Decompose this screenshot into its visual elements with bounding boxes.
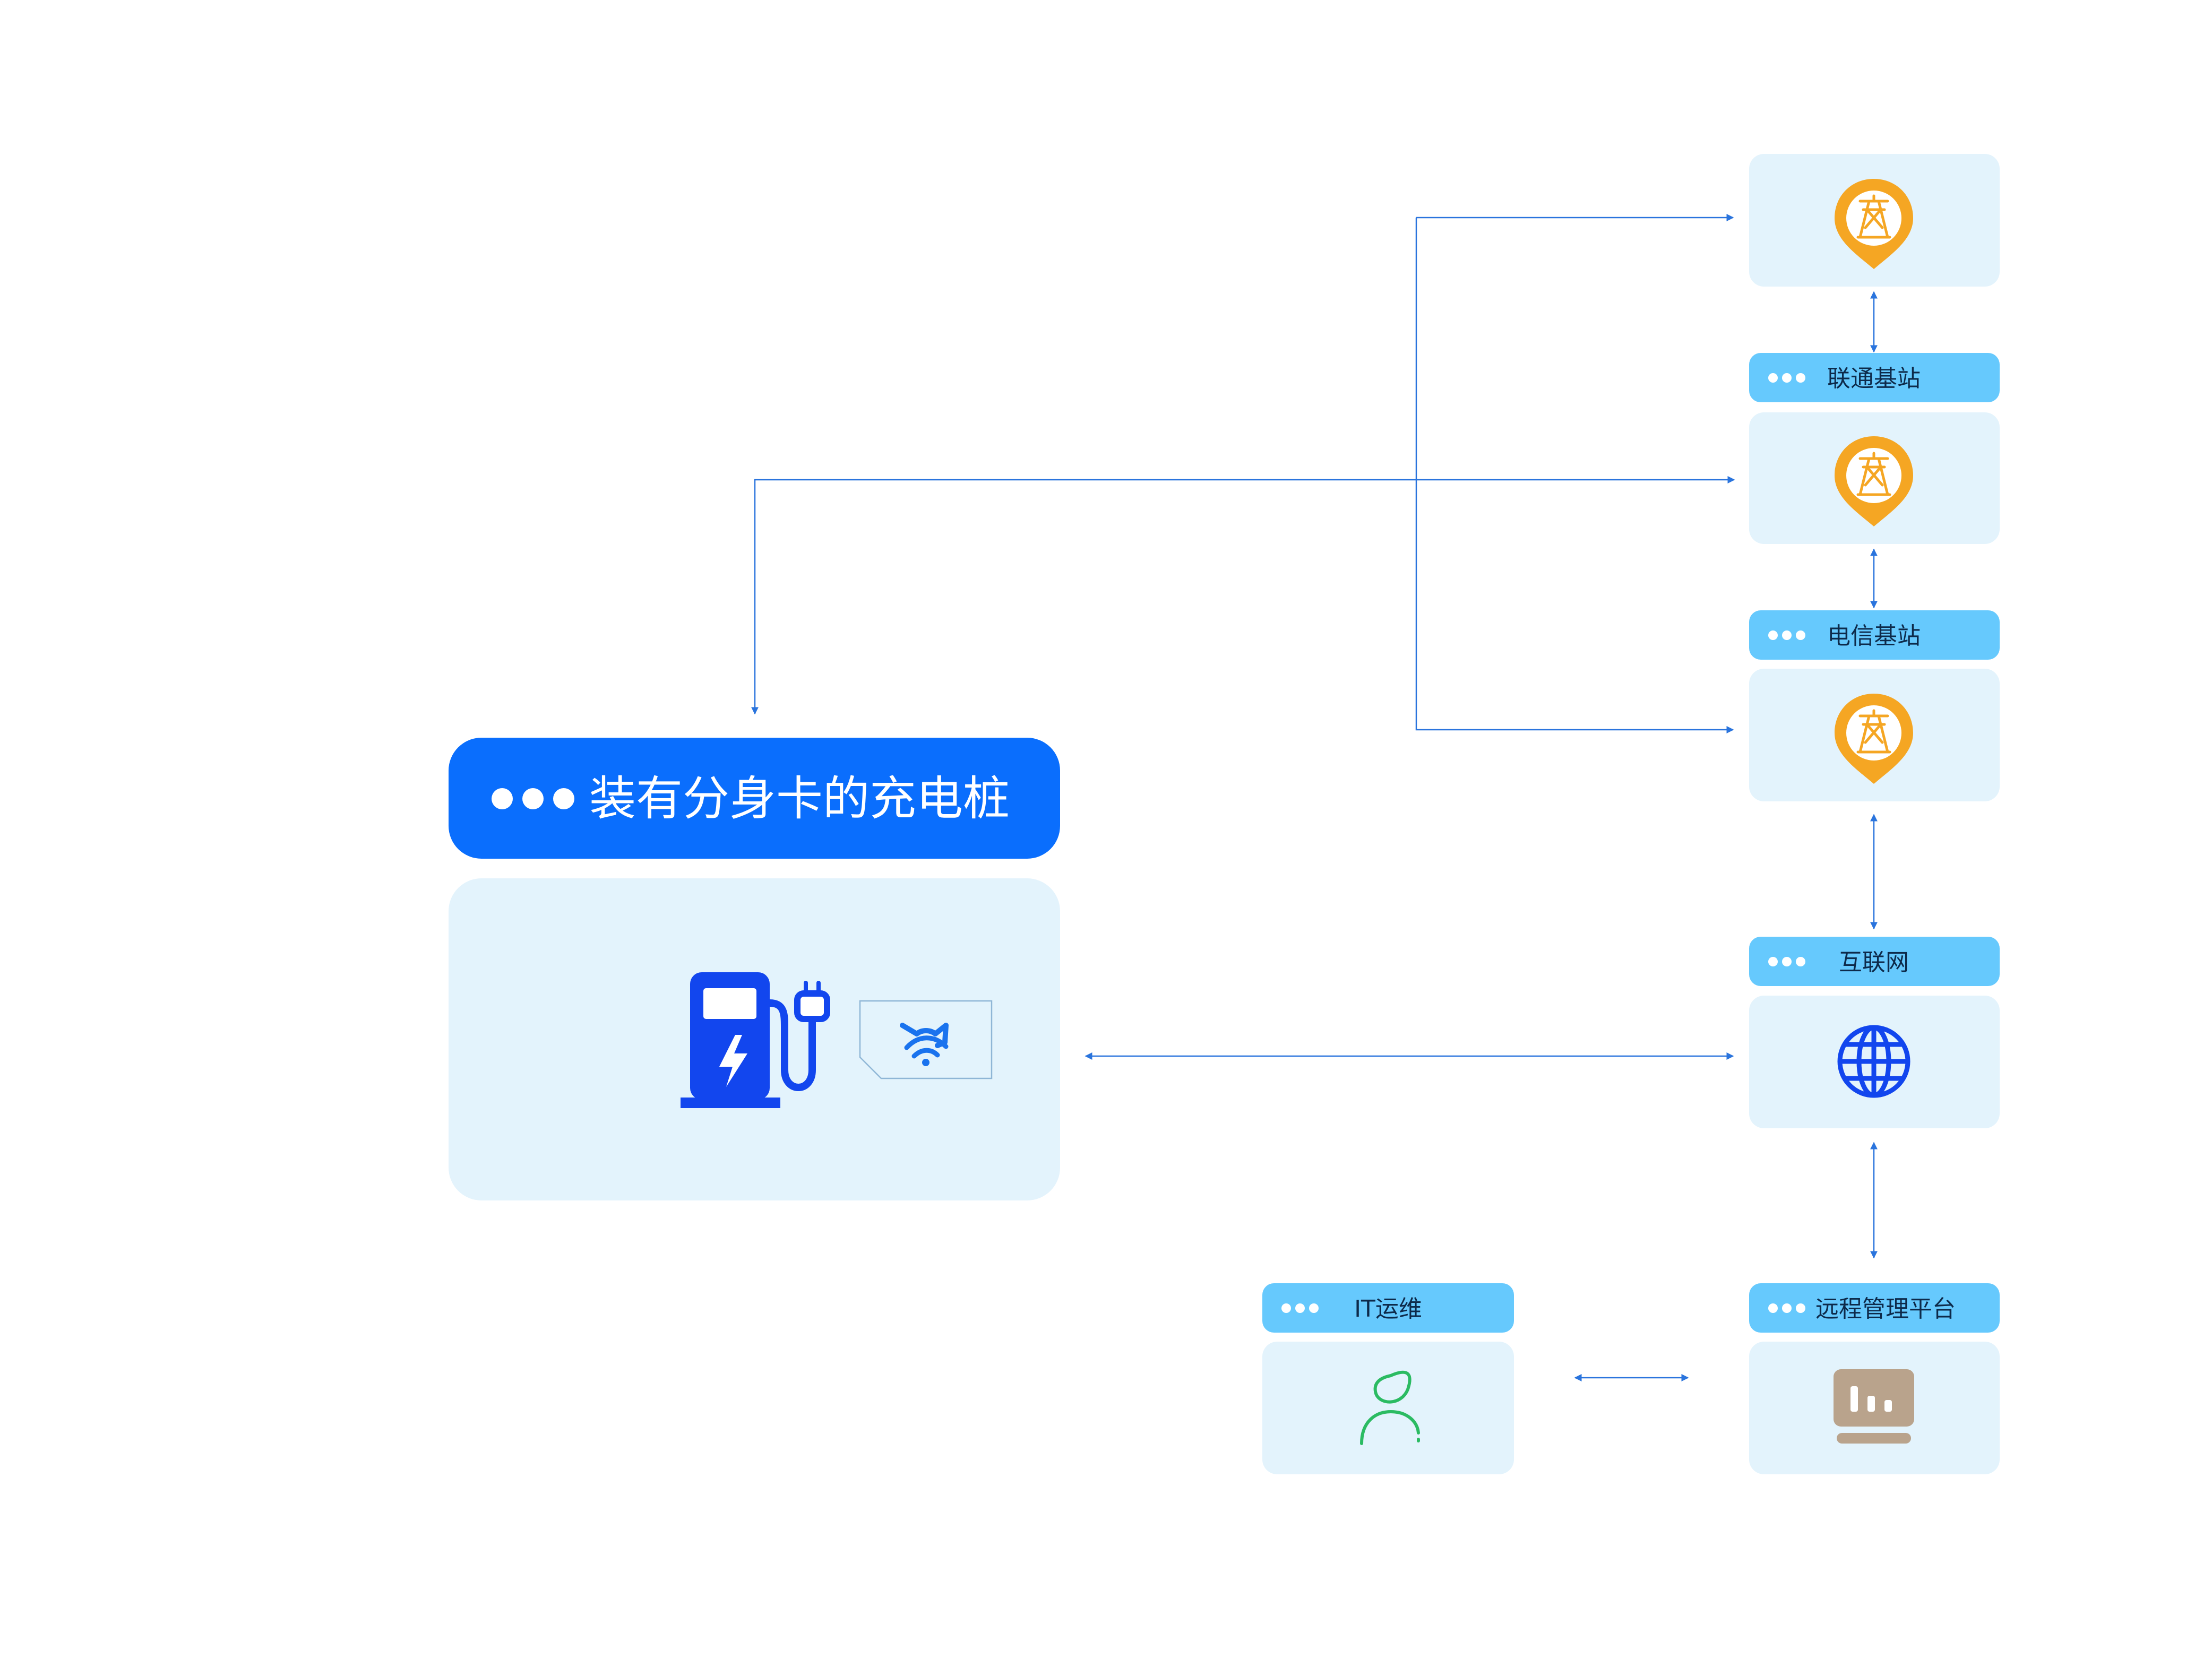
dots-icon <box>1768 957 1805 966</box>
person-leaf-icon <box>1360 1370 1420 1445</box>
internet-title: 互联网 <box>1839 949 1909 976</box>
itops-label-bar <box>1262 1283 1514 1333</box>
platform-node: 远程管理平台 <box>1749 1283 2000 1474</box>
unicom-node: 联通基站 <box>1749 353 2000 544</box>
internet-label-bar <box>1749 937 2000 986</box>
telecom-label-bar <box>1749 610 2000 660</box>
dots-icon <box>1768 373 1805 383</box>
connector-unicom-tower <box>1415 218 1734 733</box>
dots-icon <box>1281 1303 1319 1313</box>
dots-icon <box>1768 630 1805 640</box>
unicom-title: 联通基站 <box>1827 365 1921 392</box>
connectors <box>751 214 1878 1381</box>
internet-node: 互联网 <box>1749 937 2000 1128</box>
tower-node-top <box>1749 154 2000 287</box>
sim-card-icon <box>859 1000 993 1079</box>
ev-charger-icon <box>681 972 830 1108</box>
telecom-title: 电信基站 <box>1827 623 1921 650</box>
dots-icon <box>492 788 574 809</box>
charger-node: 装有分身卡的充电桩 <box>449 738 1060 1200</box>
connector-charger-telecom <box>751 476 1735 715</box>
platform-label-bar <box>1749 1283 2000 1333</box>
dots-icon <box>1768 1303 1805 1313</box>
itops-node: IT运维 <box>1262 1283 1514 1474</box>
platform-title: 远程管理平台 <box>1815 1295 1956 1323</box>
unicom-label-bar <box>1749 353 2000 402</box>
charger-title: 装有分身卡的充电桩 <box>589 771 1010 826</box>
itops-title: IT运维 <box>1354 1295 1422 1323</box>
dashboard-icon <box>1834 1369 1914 1444</box>
globe-icon <box>1837 1025 1910 1098</box>
telecom-node: 电信基站 <box>1749 610 2000 801</box>
charger-header-bar <box>449 738 1060 859</box>
